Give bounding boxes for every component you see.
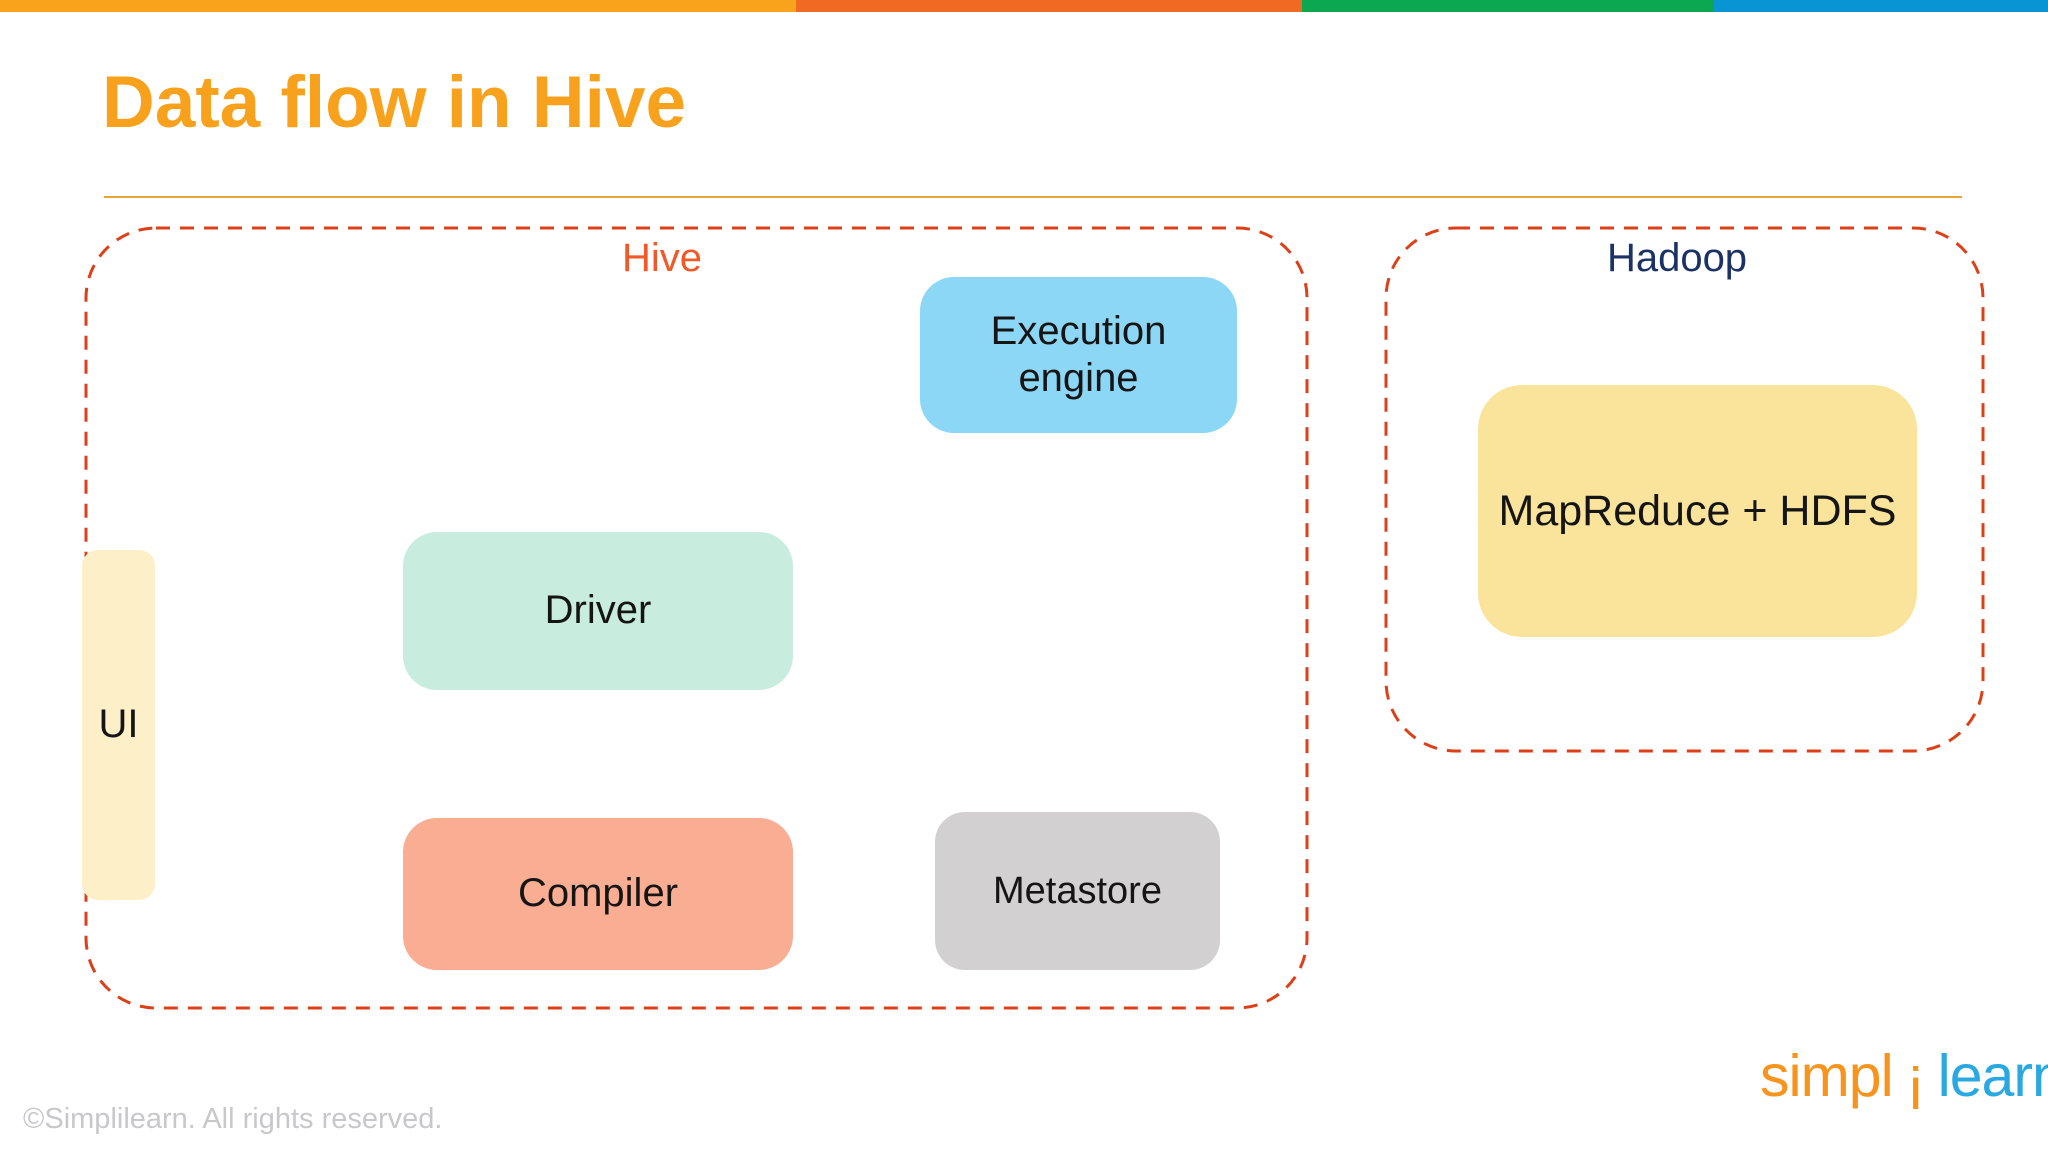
node-ui: UI [82,550,155,900]
top-accent-bar [0,0,2048,12]
hadoop-group-label: Hadoop [1606,236,1748,280]
node-driver: Driver [403,532,793,690]
node-compiler: Compiler [403,818,793,970]
accent-segment-orange [0,0,796,12]
logo-text-learn: learn [1937,1043,2048,1109]
node-mapreduce-hdfs: MapReduce + HDFS [1478,385,1917,637]
title-underline [104,196,1962,198]
simplilearn-logo: simpl i learn [1760,1042,2048,1122]
logo-lowered-i: i [1909,1056,1922,1122]
node-metastore: Metastore [935,812,1220,970]
copyright-text: ©Simplilearn. All rights reserved. [23,1103,443,1135]
hive-group-label: Hive [621,236,703,280]
logo-text-simpl: simpl [1760,1043,1894,1109]
node-execution-engine: Execution engine [920,277,1237,433]
accent-segment-blue [1714,0,2048,12]
accent-segment-dark-orange [796,0,1302,12]
hive-group-border [84,226,1309,1010]
hadoop-group-border [1384,226,1985,753]
page-title: Data flow in Hive [102,62,687,143]
accent-segment-green [1302,0,1714,12]
